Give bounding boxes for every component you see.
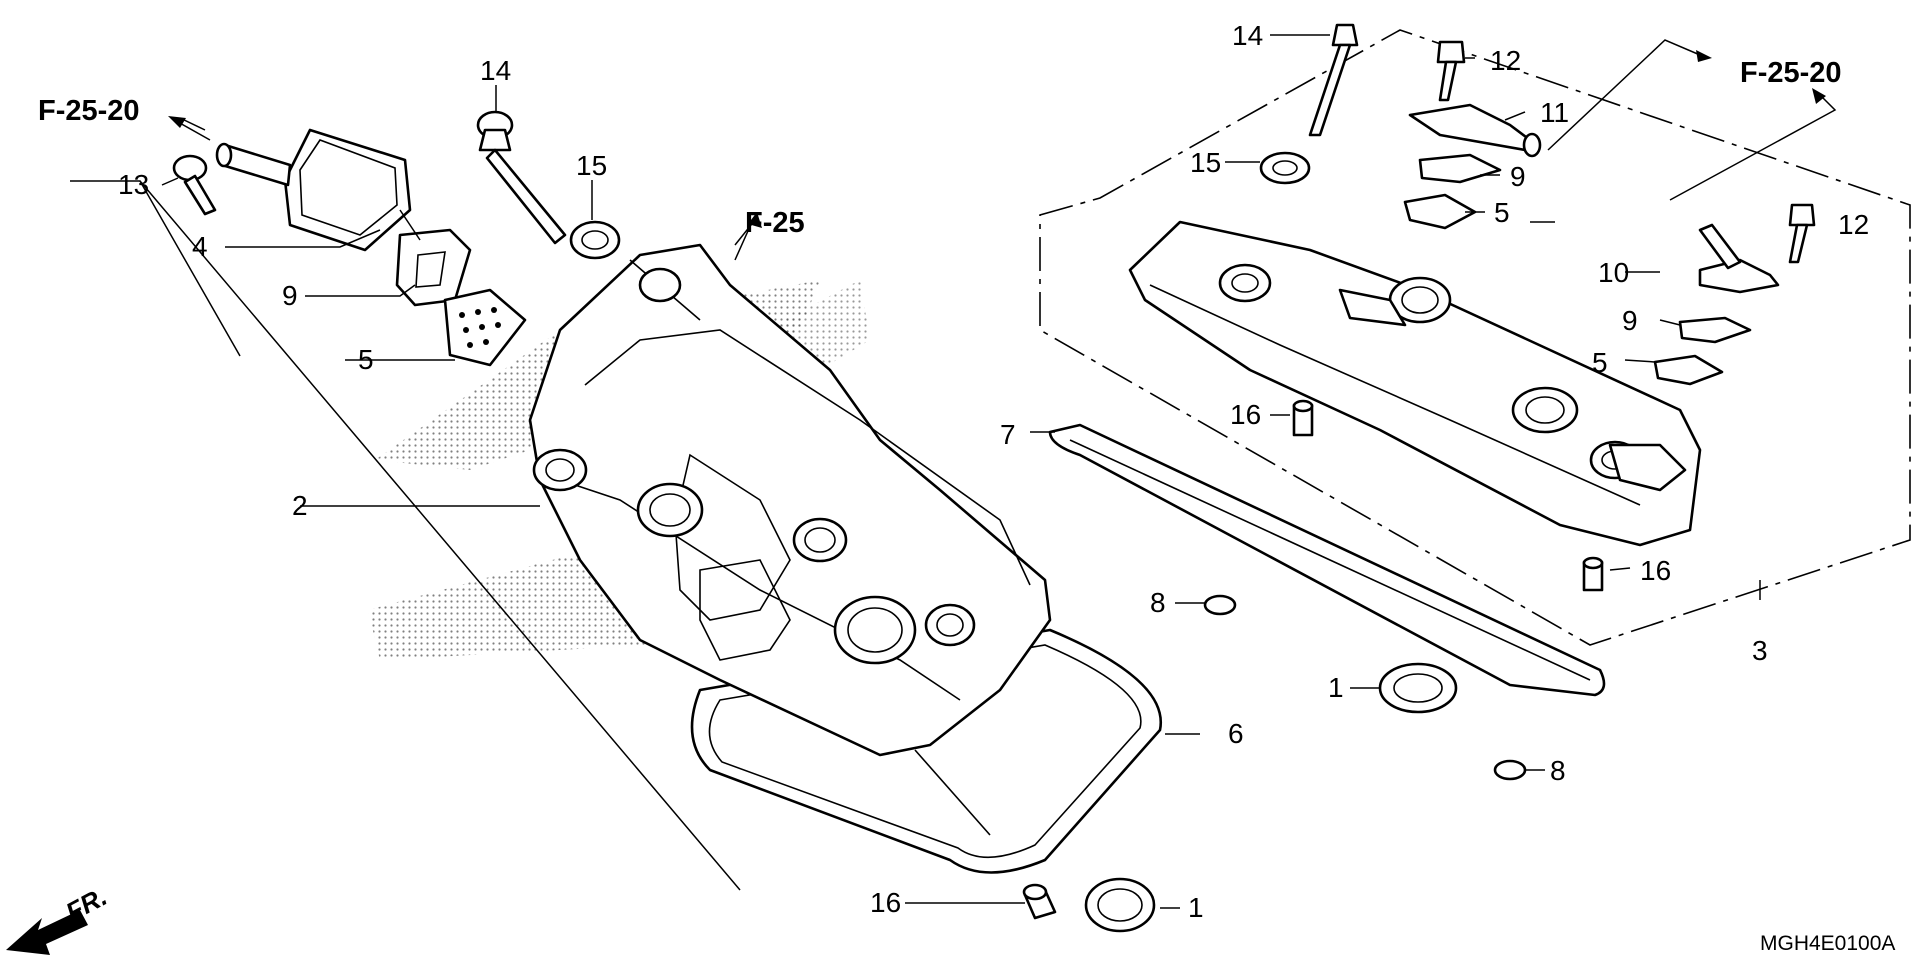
label-left-15: 15 <box>576 150 607 181</box>
ref-label-center: F-25 <box>745 207 805 239</box>
right-bolt-12-lower <box>1788 203 1816 264</box>
left-cylinder-head-cover <box>528 243 1052 757</box>
right-head-cover-gasket <box>1048 423 1606 697</box>
label-right-5a: 5 <box>1494 197 1510 228</box>
label-right-10: 10 <box>1598 257 1629 288</box>
right-seal-15 <box>1259 151 1311 185</box>
right-reed-plate-lower <box>1653 354 1724 386</box>
label-left-5: 5 <box>358 344 374 375</box>
label-left-2: 2 <box>292 490 308 521</box>
right-air-supply-pipe-11 <box>1408 103 1542 158</box>
label-left-16: 16 <box>870 887 901 918</box>
label-right-11: 11 <box>1540 97 1569 128</box>
ref-label-left: F-25-20 <box>38 95 140 127</box>
left-reed-plate <box>443 288 527 367</box>
label-left-13: 13 <box>118 169 149 200</box>
label-left-14: 14 <box>480 55 511 86</box>
right-air-supply-pipe-10 <box>1698 223 1780 294</box>
label-right-7: 7 <box>1000 419 1016 450</box>
label-left-9: 9 <box>282 280 298 311</box>
right-reed-valve-lower <box>1678 316 1752 344</box>
left-head-cover-assembly <box>70 85 1200 933</box>
label-right-16b: 16 <box>1640 555 1671 586</box>
label-right-12b: 12 <box>1838 209 1869 240</box>
right-grommet-b <box>1493 759 1527 781</box>
label-right-3: 3 <box>1752 635 1768 666</box>
right-bolt-12-top <box>1436 40 1466 102</box>
right-dowel-pin-b <box>1582 556 1604 592</box>
label-right-8b: 8 <box>1550 755 1566 786</box>
label-right-1: 1 <box>1328 672 1344 703</box>
front-direction-arrow <box>6 910 88 955</box>
right-grommet-a <box>1203 594 1237 616</box>
label-left-6: 6 <box>1228 718 1244 749</box>
label-right-5b: 5 <box>1592 347 1608 378</box>
left-bolt-13 <box>172 154 217 216</box>
label-right-12a: 12 <box>1490 45 1521 76</box>
label-right-9b: 9 <box>1622 305 1638 336</box>
right-dowel-pin-a <box>1292 399 1314 437</box>
label-right-14: 14 <box>1232 20 1263 51</box>
right-reed-valve-top <box>1418 153 1502 184</box>
right-bolt-14 <box>1308 23 1359 137</box>
right-head-cover-assembly <box>1030 23 1911 781</box>
left-dowel-pin <box>1022 883 1057 920</box>
reference-arrows <box>168 39 1837 261</box>
left-bolt-14 <box>476 110 567 245</box>
label-right-9a: 9 <box>1510 161 1526 192</box>
left-group-line-2 <box>139 180 241 357</box>
right-reed-plate-top <box>1403 193 1477 230</box>
left-pair-valve-cover <box>283 128 412 252</box>
label-left-1: 1 <box>1188 892 1204 923</box>
left-reed-valve <box>395 228 472 307</box>
right-group-frame <box>1039 29 1911 646</box>
left-seal-15 <box>569 220 621 260</box>
label-right-16a: 16 <box>1230 399 1261 430</box>
label-right-15: 15 <box>1190 147 1221 178</box>
right-cylinder-head-cover <box>1128 220 1702 547</box>
ref-label-right: F-25-20 <box>1740 57 1842 89</box>
right-spark-plug-seal <box>1378 662 1458 714</box>
label-right-8a: 8 <box>1150 587 1166 618</box>
label-left-4: 4 <box>192 231 208 262</box>
left-spark-plug-seal <box>1084 877 1156 933</box>
drawing-code: MGH4E0100A <box>1760 932 1895 955</box>
